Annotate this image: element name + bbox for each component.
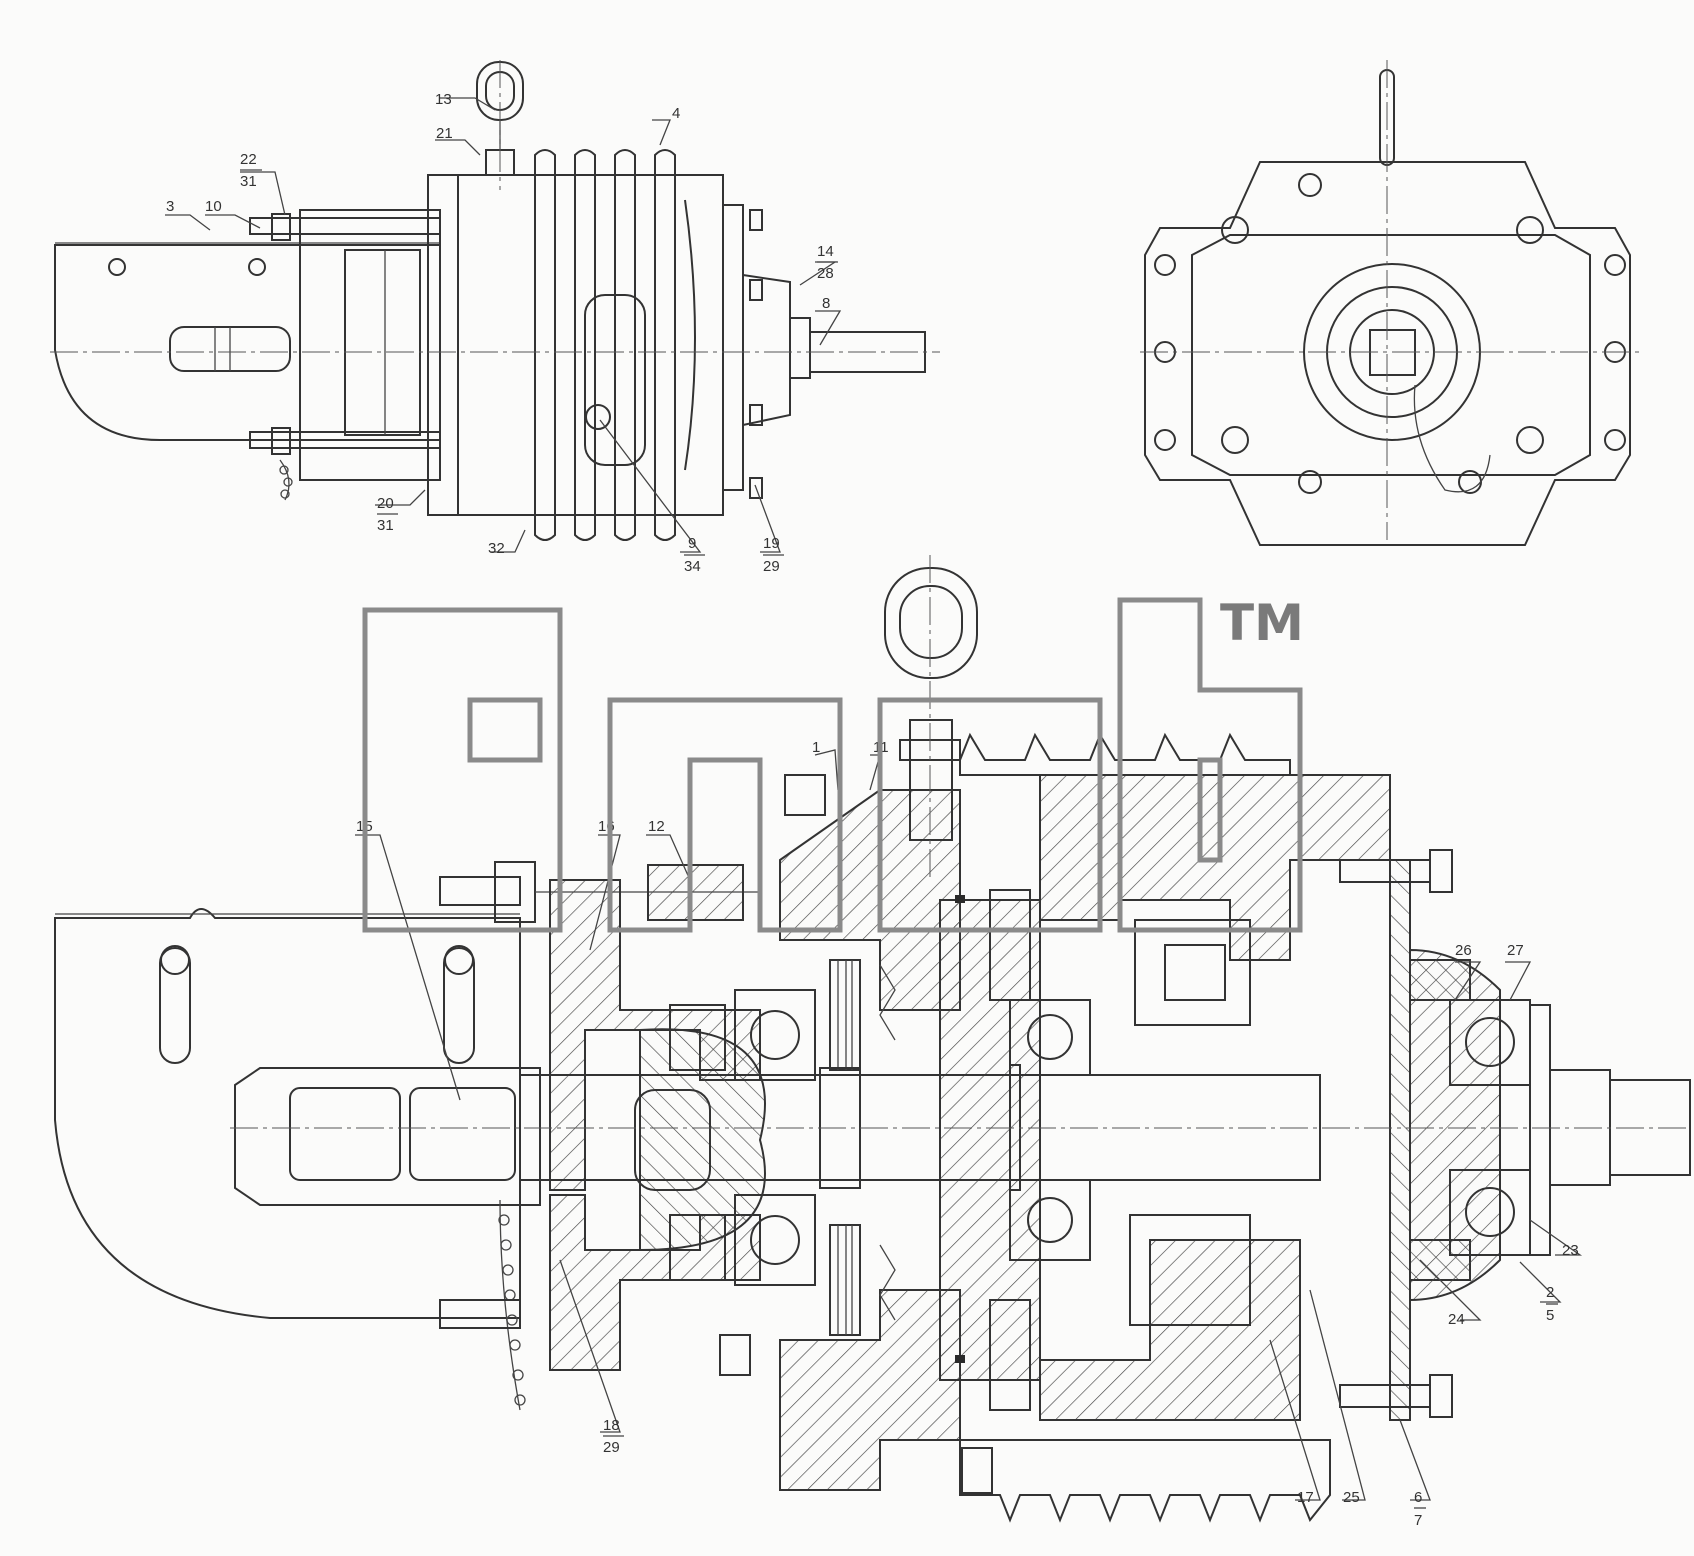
main-shaft (519, 1074, 1321, 1181)
hole (248, 258, 266, 276)
callout-29: 29 (763, 558, 780, 575)
adapter-flange (299, 209, 441, 481)
callout-31: 31 (240, 173, 257, 190)
callout-labels: 13 21 4 22 31 3 10 14 28 8 20 31 32 9 34… (166, 91, 1579, 1529)
watermark-logo: TM (362, 594, 1304, 933)
clutch-carrier (779, 789, 961, 1011)
callout-19: 19 (763, 535, 780, 552)
callout-8: 8 (822, 295, 830, 312)
bearing-left-upper (734, 989, 816, 1081)
bearing-left-lower (734, 1194, 816, 1286)
chain (499, 1199, 521, 1411)
callout-17: 17 (1297, 1489, 1314, 1506)
spacer (647, 864, 744, 921)
watermark-tm: TM (1220, 594, 1304, 652)
callout-leaders (165, 97, 1583, 1501)
end-plate (427, 174, 459, 516)
callout-5: 5 (1546, 1307, 1554, 1324)
callout-34: 34 (684, 558, 701, 575)
callout-22: 22 (240, 151, 257, 168)
callout-32: 32 (488, 540, 505, 557)
spline-shaft-housing (234, 1067, 541, 1206)
callout-28: 28 (817, 265, 834, 282)
end-view (1140, 60, 1640, 546)
watermark-glyph (362, 607, 563, 933)
callout-12: 12 (648, 818, 665, 835)
callout-14: 14 (817, 243, 834, 260)
callout-31: 31 (377, 517, 394, 534)
universal-joint (639, 1028, 766, 1252)
callout-7: 7 (1414, 1512, 1422, 1529)
clutch-housing (457, 174, 724, 516)
chain (1413, 384, 1491, 493)
bearing-right-upper (1009, 999, 1091, 1076)
mount-plate (1144, 161, 1631, 546)
callout-21: 21 (436, 125, 453, 142)
grease-fitting (585, 404, 611, 430)
hex-nut (494, 861, 536, 923)
callout-20: 20 (377, 495, 394, 512)
callout-26: 26 (1455, 942, 1472, 959)
callout-25: 25 (1343, 1489, 1360, 1506)
friction-disc-stack (829, 959, 861, 1071)
chain (279, 459, 290, 501)
callout-29: 29 (603, 1439, 620, 1456)
callout-9: 9 (688, 535, 696, 552)
callout-18: 18 (603, 1417, 620, 1434)
callout-2: 2 (1546, 1284, 1554, 1301)
bearing-cover (722, 204, 744, 491)
callout-3: 3 (166, 198, 174, 215)
callout-6: 6 (1414, 1489, 1422, 1506)
callout-27: 27 (1507, 942, 1524, 959)
section-view (54, 555, 1691, 1523)
callout-13: 13 (435, 91, 452, 108)
bearing-right-lower (1009, 1179, 1091, 1261)
hole (108, 258, 126, 276)
bracket-body (54, 244, 441, 441)
bracket-body (54, 908, 521, 1319)
callout-10: 10 (205, 198, 222, 215)
callout-24: 24 (1448, 1311, 1465, 1328)
callout-underlines (240, 169, 1558, 1509)
eye-bolt (884, 567, 978, 679)
needle-bearing (1134, 919, 1251, 1026)
callout-23: 23 (1562, 1242, 1579, 1259)
stud-top (249, 217, 441, 235)
side-view (50, 60, 940, 541)
callout-1: 1 (812, 739, 820, 756)
callout-4: 4 (672, 105, 680, 122)
